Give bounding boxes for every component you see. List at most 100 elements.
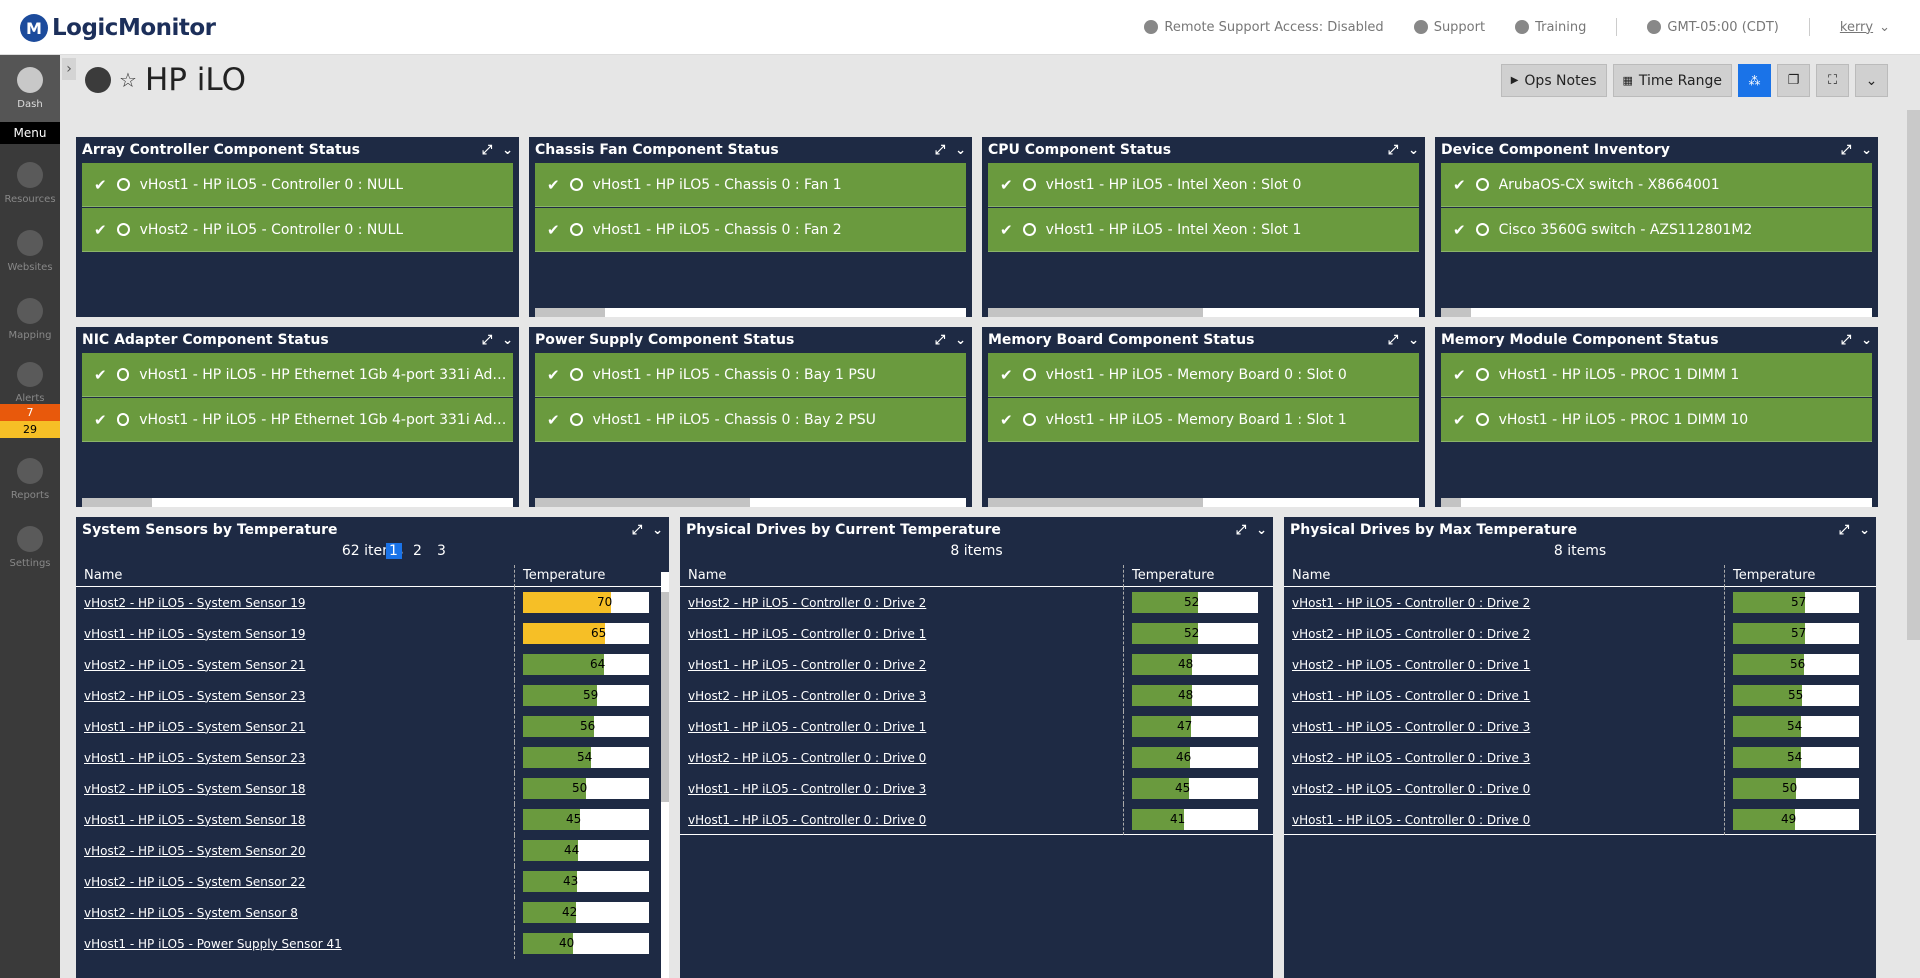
status-row[interactable]: ✔ vHost1 - HP iLO5 - Chassis 0 : Fan 2	[535, 208, 966, 252]
sidebar-item-mapping[interactable]: Mapping	[0, 282, 60, 350]
chevron-down-icon[interactable]: ⌄	[1861, 143, 1872, 158]
scrollbar-thumb[interactable]	[661, 592, 669, 802]
horizontal-scrollbar[interactable]	[1441, 498, 1872, 507]
resource-link[interactable]: vHost2 - HP iLO5 - System Sensor 21	[76, 658, 514, 672]
chevron-down-icon[interactable]: ⌄	[1256, 523, 1267, 538]
resource-link[interactable]: vHost2 - HP iLO5 - Controller 0 : Drive …	[680, 751, 1123, 765]
resource-link[interactable]: vHost1 - HP iLO5 - Controller 0 : Drive …	[1284, 596, 1724, 610]
resource-link[interactable]: vHost1 - HP iLO5 - Controller 0 : Drive …	[680, 658, 1123, 672]
resource-link[interactable]: vHost1 - HP iLO5 - Controller 0 : Drive …	[1284, 689, 1724, 703]
sidebar-item-websites[interactable]: Websites	[0, 214, 60, 282]
status-row[interactable]: ✔ vHost1 - HP iLO5 - PROC 1 DIMM 1	[1441, 353, 1872, 397]
horizontal-scrollbar[interactable]	[988, 308, 1419, 317]
expand-icon[interactable]: ⤢	[1388, 143, 1398, 158]
expand-icon[interactable]: ⤢	[1841, 333, 1851, 348]
chevron-down-icon[interactable]: ⌄	[1408, 143, 1419, 158]
column-header-name[interactable]: Name	[680, 568, 1123, 583]
user-menu[interactable]: kerry ⌄	[1840, 20, 1890, 35]
expand-icon[interactable]: ⤢	[1841, 143, 1851, 158]
sidebar-item-resources[interactable]: Resources	[0, 144, 60, 214]
horizontal-scrollbar[interactable]	[535, 498, 966, 507]
status-row[interactable]: ✔ vHost1 - HP iLO5 - Chassis 0 : Bay 1 P…	[535, 353, 966, 397]
resource-link[interactable]: vHost2 - HP iLO5 - System Sensor 8	[76, 906, 514, 920]
critical-alert-count[interactable]: 7	[0, 404, 60, 421]
resource-link[interactable]: vHost1 - HP iLO5 - System Sensor 23	[76, 751, 514, 765]
chevron-down-icon[interactable]: ⌄	[502, 333, 513, 348]
scrollbar-thumb[interactable]	[1441, 498, 1461, 507]
chevron-down-icon[interactable]: ⌄	[502, 143, 513, 158]
resource-link[interactable]: vHost1 - HP iLO5 - System Sensor 19	[76, 627, 514, 641]
resource-link[interactable]: vHost2 - HP iLO5 - System Sensor 20	[76, 844, 514, 858]
resource-link[interactable]: vHost1 - HP iLO5 - System Sensor 21	[76, 720, 514, 734]
status-row[interactable]: ✔ vHost2 - HP iLO5 - Controller 0 : NULL	[82, 208, 513, 252]
column-header-name[interactable]: Name	[76, 568, 514, 583]
time-range-button[interactable]: ▦ Time Range	[1613, 64, 1733, 97]
sidebar-item-settings[interactable]: Settings	[0, 510, 60, 578]
support-link[interactable]: Support	[1414, 20, 1485, 35]
status-row[interactable]: ✔ vHost1 - HP iLO5 - Memory Board 1 : Sl…	[988, 398, 1419, 442]
status-row[interactable]: ✔ vHost1 - HP iLO5 - HP Ethernet 1Gb 4-p…	[82, 398, 513, 442]
more-options-button[interactable]: ⌄	[1855, 64, 1888, 97]
expand-icon[interactable]: ⤢	[935, 333, 945, 348]
sidebar-item-dash[interactable]: Dash	[0, 55, 60, 122]
scrollbar-thumb[interactable]	[82, 498, 152, 507]
clone-button[interactable]: ❐	[1777, 64, 1810, 97]
scrollbar-thumb[interactable]	[535, 498, 750, 507]
resource-link[interactable]: vHost2 - HP iLO5 - Controller 0 : Drive …	[1284, 751, 1724, 765]
resource-link[interactable]: vHost1 - HP iLO5 - Controller 0 : Drive …	[680, 720, 1123, 734]
resource-link[interactable]: vHost2 - HP iLO5 - System Sensor 18	[76, 782, 514, 796]
chevron-down-icon[interactable]: ⌄	[652, 523, 663, 538]
scrollbar-thumb[interactable]	[1441, 308, 1471, 317]
resource-link[interactable]: vHost2 - HP iLO5 - System Sensor 19	[76, 596, 514, 610]
chevron-down-icon[interactable]: ⌄	[1861, 333, 1872, 348]
favorite-star-icon[interactable]: ☆	[119, 68, 137, 92]
vertical-scrollbar[interactable]	[661, 572, 669, 978]
page-scrollbar[interactable]	[1907, 110, 1920, 640]
remote-support-link[interactable]: Remote Support Access: Disabled	[1144, 20, 1383, 35]
fullscreen-button[interactable]: ⛶	[1816, 64, 1849, 97]
resource-link[interactable]: vHost2 - HP iLO5 - Controller 0 : Drive …	[680, 689, 1123, 703]
status-row[interactable]: ✔ vHost1 - HP iLO5 - Intel Xeon : Slot 1	[988, 208, 1419, 252]
horizontal-scrollbar[interactable]	[535, 308, 966, 317]
status-row[interactable]: ✔ vHost1 - HP iLO5 - Controller 0 : NULL	[82, 163, 513, 207]
status-row[interactable]: ✔ Cisco 3560G switch - AZS112801M2	[1441, 208, 1872, 252]
resource-link[interactable]: vHost2 - HP iLO5 - System Sensor 23	[76, 689, 514, 703]
page-link[interactable]: 1	[386, 543, 402, 559]
page-link[interactable]: 3	[434, 543, 450, 559]
chevron-down-icon[interactable]: ⌄	[1859, 523, 1870, 538]
resource-link[interactable]: vHost1 - HP iLO5 - Controller 0 : Drive …	[1284, 720, 1724, 734]
expand-icon[interactable]: ⤢	[632, 523, 642, 538]
expand-icon[interactable]: ⤢	[1839, 523, 1849, 538]
expand-icon[interactable]: ⤢	[1236, 523, 1246, 538]
status-row[interactable]: ✔ vHost1 - HP iLO5 - PROC 1 DIMM 10	[1441, 398, 1872, 442]
scrollbar-thumb[interactable]	[988, 498, 1203, 507]
page-link[interactable]: 2	[410, 543, 426, 559]
column-header-temperature[interactable]: Temperature	[514, 565, 605, 587]
timezone-link[interactable]: GMT-05:00 (CDT)	[1647, 20, 1779, 35]
resource-link[interactable]: vHost1 - HP iLO5 - System Sensor 18	[76, 813, 514, 827]
chevron-down-icon[interactable]: ⌄	[1408, 333, 1419, 348]
training-link[interactable]: Training	[1515, 20, 1586, 35]
sidebar-item-alerts[interactable]: Alerts	[0, 350, 60, 404]
status-row[interactable]: ✔ vHost1 - HP iLO5 - HP Ethernet 1Gb 4-p…	[82, 353, 513, 397]
status-row[interactable]: ✔ ArubaOS-CX switch - X8664001	[1441, 163, 1872, 207]
column-header-temperature[interactable]: Temperature	[1123, 565, 1214, 587]
resource-link[interactable]: vHost2 - HP iLO5 - Controller 0 : Drive …	[1284, 782, 1724, 796]
chevron-down-icon[interactable]: ⌄	[955, 333, 966, 348]
resource-link[interactable]: vHost1 - HP iLO5 - Controller 0 : Drive …	[1284, 813, 1724, 827]
status-row[interactable]: ✔ vHost1 - HP iLO5 - Intel Xeon : Slot 0	[988, 163, 1419, 207]
logicmonitor-logo[interactable]: M LogicMonitor	[20, 14, 216, 42]
resource-link[interactable]: vHost1 - HP iLO5 - Controller 0 : Drive …	[680, 813, 1123, 827]
resource-link[interactable]: vHost1 - HP iLO5 - Controller 0 : Drive …	[680, 627, 1123, 641]
chevron-down-icon[interactable]: ⌄	[955, 143, 966, 158]
warning-alert-count[interactable]: 29	[0, 421, 60, 438]
scrollbar-thumb[interactable]	[988, 308, 1203, 317]
resource-link[interactable]: vHost2 - HP iLO5 - Controller 0 : Drive …	[680, 596, 1123, 610]
resource-link[interactable]: vHost1 - HP iLO5 - Power Supply Sensor 4…	[76, 937, 514, 951]
dashboard-tokens-button[interactable]: ⁂	[1738, 64, 1771, 97]
status-row[interactable]: ✔ vHost1 - HP iLO5 - Chassis 0 : Fan 1	[535, 163, 966, 207]
ops-notes-button[interactable]: ▶ Ops Notes	[1501, 64, 1607, 97]
sidebar-item-reports[interactable]: Reports	[0, 438, 60, 510]
column-header-name[interactable]: Name	[1284, 568, 1724, 583]
horizontal-scrollbar[interactable]	[1441, 308, 1872, 317]
